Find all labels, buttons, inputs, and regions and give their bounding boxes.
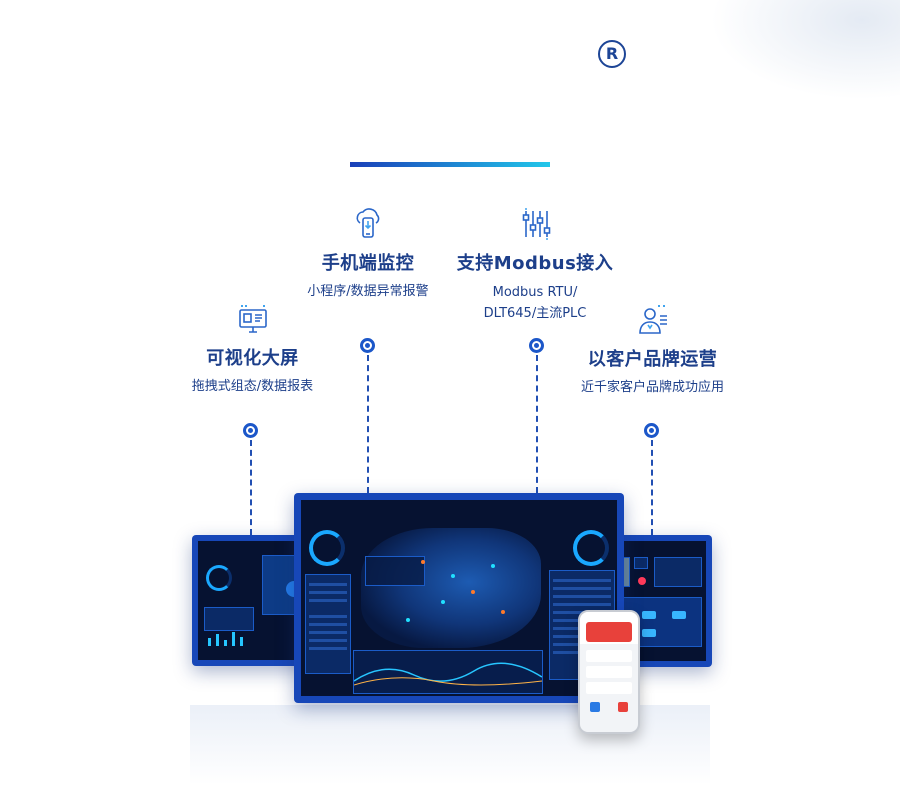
gauge-left bbox=[309, 530, 345, 566]
feature-title: 支持Modbus接入 bbox=[456, 253, 614, 274]
feature-title: 以客户品牌运营 bbox=[587, 349, 718, 370]
main-dashboard-screen bbox=[294, 493, 624, 703]
trend-panel bbox=[353, 650, 543, 694]
connector-node bbox=[243, 423, 258, 438]
monitor-dashboard-icon bbox=[238, 305, 267, 333]
feature-mobile-monitor: 手机端监控 小程序/数据异常报警 bbox=[292, 207, 444, 302]
gauge-right bbox=[573, 530, 609, 566]
registered-trademark-mark: R bbox=[598, 40, 626, 68]
feature-title: 可视化大屏 bbox=[206, 348, 299, 369]
sliders-icon bbox=[522, 208, 551, 240]
phone-red-card bbox=[586, 622, 632, 642]
gradient-divider bbox=[350, 162, 550, 167]
feature-desc: 拖拽式组态/数据报表 bbox=[191, 379, 314, 394]
gauge bbox=[206, 565, 232, 591]
connector-line bbox=[367, 355, 369, 493]
feature-desc: 小程序/数据异常报警 bbox=[307, 284, 429, 299]
mobile-phone-mockup bbox=[578, 610, 640, 734]
feature-modbus: 支持Modbus接入 Modbus RTU/ DLT645/主流PLC bbox=[455, 207, 615, 324]
connector-node bbox=[529, 338, 544, 353]
map-area bbox=[361, 528, 541, 648]
data-card bbox=[365, 556, 425, 586]
stat-panel bbox=[654, 557, 702, 587]
feature-desc: 近千家客户品牌成功应用 bbox=[580, 380, 724, 395]
connector-line bbox=[651, 440, 653, 535]
top-glow bbox=[710, 0, 900, 100]
feature-visual-screen: 可视化大屏 拖拽式组态/数据报表 bbox=[160, 304, 345, 397]
mobile-cloud-icon bbox=[356, 208, 380, 238]
phone-header bbox=[580, 612, 638, 644]
feature-desc-line-1: Modbus RTU/ bbox=[492, 285, 578, 300]
connector-node bbox=[644, 423, 659, 438]
customer-service-icon bbox=[638, 305, 667, 334]
stat-panel bbox=[634, 557, 648, 569]
feature-title: 手机端监控 bbox=[321, 253, 415, 274]
feature-brand-operation: 以客户品牌运营 近千家客户品牌成功应用 bbox=[560, 303, 745, 398]
connector-line bbox=[536, 355, 538, 493]
connector-line bbox=[250, 440, 252, 535]
feature-desc-line-2: DLT645/主流PLC bbox=[483, 306, 587, 321]
chart-panel bbox=[204, 607, 254, 631]
connector-node bbox=[360, 338, 375, 353]
trend-wave bbox=[353, 662, 543, 686]
left-list-panel bbox=[305, 574, 351, 674]
